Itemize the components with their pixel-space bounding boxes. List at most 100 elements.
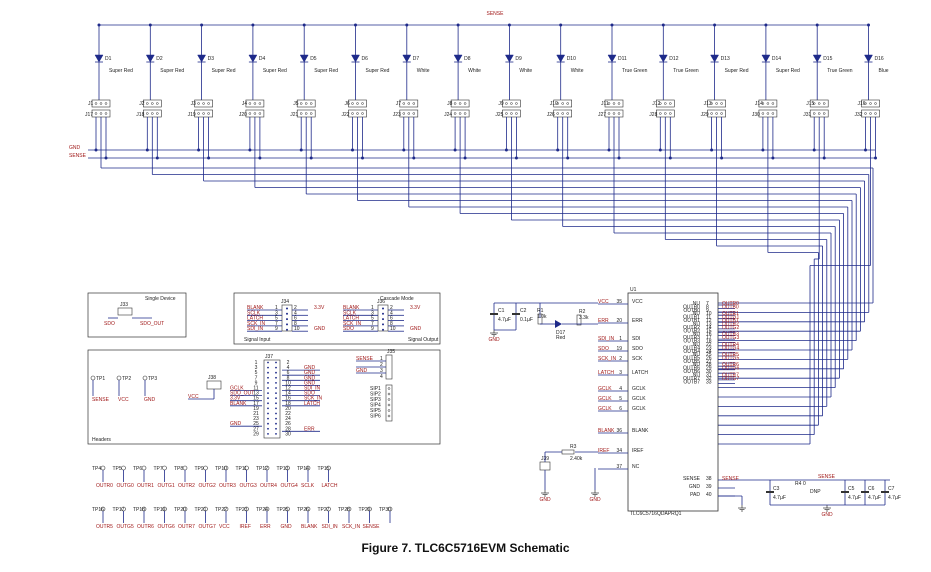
test-point-net: OUTG6 (158, 524, 175, 530)
jumper-top-ref: J7 (396, 101, 402, 107)
j34-left-net: SCLK (247, 310, 261, 316)
gnd-junction (504, 148, 508, 152)
test-point-ref: TP29 (359, 507, 371, 513)
j37-pin-left: 7 (255, 375, 258, 381)
cap-val: 4.7µF (848, 495, 861, 501)
r1-ref: R1 (537, 308, 544, 314)
u1-pin-num-right: 33 (706, 379, 712, 385)
jumper-bottom-ref: J22 (342, 112, 350, 118)
j37-pin-right: 14 (285, 391, 291, 397)
j37-pin-dot (275, 387, 277, 389)
jumper-top-ref: J6 (345, 101, 351, 107)
jumper-pin (309, 102, 313, 105)
r2-val: 3.3k (579, 315, 589, 321)
j35-pin: 4 (380, 374, 383, 380)
u1-pin-num-right: 28 (706, 362, 712, 368)
sense-junction (668, 156, 672, 160)
jumper-pin (515, 102, 518, 105)
test-point-ref: TP13 (277, 466, 289, 472)
jumper-bottom-body (194, 109, 213, 118)
jumper-bottom-ref: J18 (136, 112, 144, 118)
test-point-ref: TP26 (297, 507, 309, 513)
j37-pin-dot (267, 371, 269, 374)
j37-pin-dot (275, 376, 277, 379)
j37-right-net: SCK_IN (304, 396, 322, 402)
test-point-ref: TP16 (92, 507, 104, 513)
u1-pin-name-right: NU (693, 301, 701, 307)
jumper-pin (664, 112, 667, 115)
test-point-ref: TP15 (318, 466, 330, 472)
u1-pin-name-right: OUTB1 (683, 318, 700, 324)
jumper-top-body (553, 99, 573, 108)
u1-left-net: ERR (598, 318, 609, 324)
j34-left-net: BLANK (247, 305, 264, 311)
led-ref: D7 (413, 56, 420, 62)
j37-pin-left: 9 (255, 380, 258, 386)
u1-pin-name-right: OUTR3 (683, 335, 700, 341)
u1-pin-num-right: 24 (706, 349, 712, 355)
sense-cap-label: SENSE (818, 474, 836, 480)
test-point-net: OUTG7 (199, 524, 216, 530)
gnd-junction (710, 148, 714, 152)
u1-pin-num: 2 (619, 356, 622, 362)
jumper-pin (407, 102, 411, 105)
jumper-pin (458, 112, 462, 115)
test-point-net: OUTG4 (281, 483, 298, 489)
jumper-pin (99, 102, 103, 105)
jumper-pin (710, 112, 713, 115)
jumper-bottom-body (707, 109, 726, 118)
u1-left-net: GCLK (598, 386, 612, 392)
jumper-pin (463, 112, 467, 115)
sense-junction (412, 156, 416, 160)
gnd-junction (145, 148, 149, 152)
u1-pin-num-right: 15 (706, 328, 712, 334)
led-symbol (453, 54, 463, 63)
test-point-symbol (162, 465, 167, 471)
u1-left-net: BLANK (598, 428, 615, 434)
jumper-pin (304, 102, 308, 105)
test-point-ref: TP17 (113, 507, 125, 513)
u1-pin-num: 20 (616, 318, 622, 324)
jumper-pin (561, 112, 564, 115)
u1-left-net: VCC (598, 299, 609, 305)
jumper-pin (505, 102, 508, 105)
u1-pin-name: SCK (632, 356, 643, 362)
sip-pin (387, 398, 391, 401)
gnd-junction (658, 148, 662, 152)
led-symbol (556, 54, 566, 63)
j36-pin-left: 5 (371, 316, 374, 322)
jumper-bottom-ref: J21 (290, 112, 298, 118)
j35-ref: J35 (387, 349, 395, 355)
jumper-bottom-body (143, 109, 162, 118)
u1-pin-num-right: 38 (706, 476, 712, 482)
j37-pin-dot (267, 392, 269, 394)
jumper-pin (659, 102, 662, 105)
jumper-pin (766, 112, 770, 115)
led-symbol (607, 54, 617, 63)
ground-label: GND (539, 497, 551, 503)
jumper-pin (94, 112, 98, 115)
jumper-pin (720, 112, 723, 115)
test-point-net: SENSE (363, 524, 381, 530)
single-device-title: Single Device (145, 296, 176, 302)
u1-pin-num: 3 (619, 370, 622, 376)
j36-left-net: SDO (343, 326, 354, 332)
j37-pin-right: 2 (287, 360, 290, 366)
jumper-pin (202, 112, 205, 115)
u1-right-net: OUTR3 (722, 332, 739, 338)
j37-pin-dot (267, 387, 269, 389)
jumper-bottom-ref: J20 (239, 112, 247, 118)
jumper-pin (812, 102, 816, 105)
c1-val: 4.7µF (498, 317, 511, 323)
sense-junction (514, 156, 518, 160)
u1-pin-name-right: NU (693, 362, 701, 368)
sense-junction (155, 156, 159, 160)
test-point-ref: TP2 (122, 376, 131, 382)
cap-ref: C3 (773, 486, 780, 492)
test-point-net: OUTR5 (96, 524, 113, 530)
jumper-pin (351, 102, 354, 105)
sense-junction (309, 156, 313, 160)
jumper-pin (771, 102, 775, 105)
test-point-net: OUTR1 (137, 483, 154, 489)
u1-pin-num: 6 (619, 406, 622, 412)
